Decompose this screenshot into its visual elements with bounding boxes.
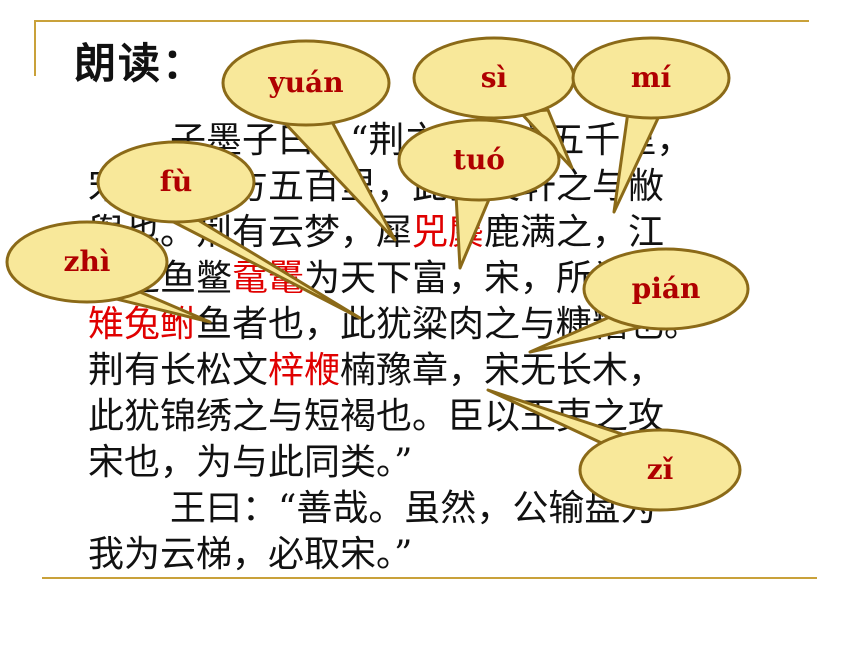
pinyin-bubble: yuán xyxy=(221,39,397,242)
bottom-rule xyxy=(42,577,817,579)
pinyin-label: tuó xyxy=(453,143,505,176)
passage-segment: 宋也，为与此同类。” xyxy=(88,442,413,483)
pinyin-bubble: fù xyxy=(96,140,362,320)
highlighted-character: 雉兔 xyxy=(88,304,161,345)
top-rule xyxy=(34,20,809,22)
bubble-shape xyxy=(397,118,561,202)
bubble-shape xyxy=(571,36,731,120)
bubble-tail xyxy=(160,214,362,320)
pinyin-bubble: pián xyxy=(528,247,750,354)
bubble-tail xyxy=(454,193,492,270)
passage-segment: 我为云梯，必取宋。” xyxy=(88,534,413,575)
pinyin-label: zhì xyxy=(64,245,111,278)
passage-segment: 鹿满之，江 xyxy=(484,212,665,253)
passage-segment: 荆有长松文 xyxy=(88,350,269,391)
passage-line: 宋也，为与此同类。” xyxy=(88,440,778,486)
bubble-shape xyxy=(5,220,169,304)
pinyin-bubble: mí xyxy=(571,36,731,214)
pinyin-label: sì xyxy=(481,61,507,94)
left-rule xyxy=(34,20,36,76)
bubble-shape xyxy=(96,140,256,224)
pinyin-bubble: tuó xyxy=(397,118,561,270)
pinyin-bubble: zhì xyxy=(5,220,212,324)
passage-line: 荆有长松文梓楩楠豫章，宋无长木， xyxy=(88,348,778,394)
passage-line: 王曰：“善哉。虽然，公输盘为 xyxy=(88,486,778,532)
bubble-shape xyxy=(221,39,391,127)
bubble-tail xyxy=(280,116,397,242)
bubble-tail xyxy=(612,110,662,214)
bubble-shape xyxy=(582,247,750,331)
pinyin-label: fù xyxy=(160,165,192,198)
pinyin-label: zǐ xyxy=(647,453,674,486)
bubble-shape xyxy=(578,428,742,512)
passage-segment: 楠豫章，宋无长木， xyxy=(340,350,665,391)
passage-segment: 王曰：“善哉。虽然，公输盘为 xyxy=(170,488,657,529)
passage-line: 我为云梯，必取宋。” xyxy=(88,532,778,578)
pinyin-bubble: zǐ xyxy=(486,388,742,512)
pinyin-label: mí xyxy=(631,61,672,94)
highlighted-character: 梓楩 xyxy=(268,350,341,391)
page-title: 朗读： xyxy=(74,39,207,88)
pinyin-label: yuán xyxy=(267,66,343,99)
pinyin-label: pián xyxy=(632,272,701,305)
